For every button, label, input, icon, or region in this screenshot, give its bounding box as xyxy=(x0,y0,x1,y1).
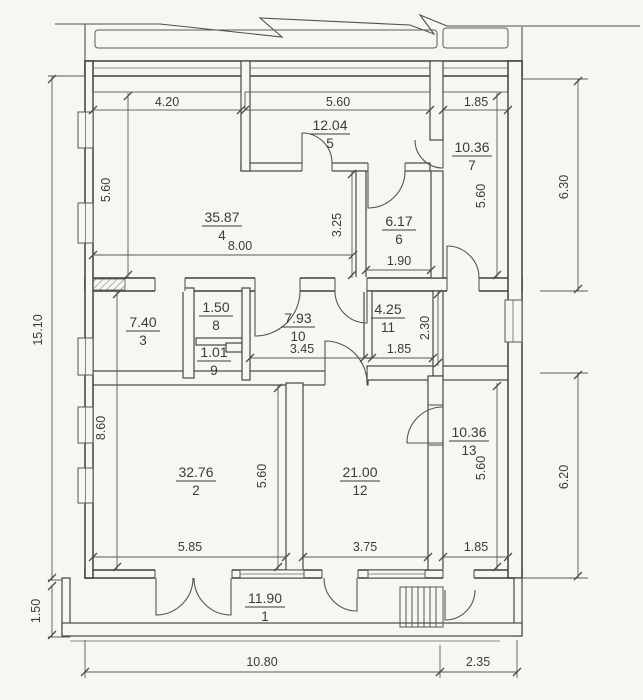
dim-room2-inner-height: 5.60 xyxy=(255,464,269,488)
window xyxy=(504,299,523,343)
door-room7-lower xyxy=(446,245,480,279)
dim-top-room7-width: 1.85 xyxy=(464,95,488,109)
room-label-7: 10.36 7 xyxy=(452,139,492,173)
room7-area: 10.36 xyxy=(454,139,489,155)
room10-number: 10 xyxy=(290,329,305,344)
room8-number: 8 xyxy=(212,318,220,333)
dim-room4-height: 5.60 xyxy=(99,178,113,202)
room-labels: 35.87 4 12.04 5 10.36 7 6.17 6 7.40 3 1.… xyxy=(126,117,492,624)
room-label-4: 35.87 4 xyxy=(202,209,242,243)
dim-room13-width: 1.85 xyxy=(464,540,488,554)
room4-area: 35.87 xyxy=(204,209,239,225)
room-label-3: 7.40 3 xyxy=(126,314,160,348)
room11-area: 4.25 xyxy=(374,301,401,317)
wall-hatch xyxy=(92,278,126,291)
room6-number: 6 xyxy=(395,232,403,247)
dim-room12-width: 3.75 xyxy=(353,540,377,554)
room13-area: 10.36 xyxy=(451,424,486,440)
room1-number: 1 xyxy=(261,609,269,624)
room3-number: 3 xyxy=(139,333,147,348)
dim-right-upper: 6.30 xyxy=(557,175,571,199)
dim-bottom-main: 10.80 xyxy=(246,655,277,669)
room10-area: 7.93 xyxy=(284,310,311,326)
door-corridor-a xyxy=(254,290,301,337)
room9-area: 1.01 xyxy=(200,344,227,360)
room-label-9: 1.01 9 xyxy=(197,344,231,378)
room8-area: 1.50 xyxy=(202,299,229,315)
room-label-6: 6.17 6 xyxy=(382,213,416,247)
room5-number: 5 xyxy=(326,136,334,151)
balcony-railing-right xyxy=(442,27,509,49)
break-line xyxy=(55,13,640,38)
double-door-left xyxy=(155,577,194,616)
dim-room6-width: 1.90 xyxy=(387,254,411,268)
dim-room6-height: 3.25 xyxy=(330,213,344,237)
dim-top-room5-width: 5.60 xyxy=(326,95,350,109)
room1-area: 11.90 xyxy=(248,590,282,606)
door-veranda xyxy=(323,577,358,612)
dim-room11-width: 1.85 xyxy=(387,342,411,356)
room12-area: 21.00 xyxy=(342,464,377,480)
room-label-5: 12.04 5 xyxy=(310,117,350,151)
dim-right-lower: 6.20 xyxy=(557,465,571,489)
room-label-11: 4.25 11 xyxy=(371,301,405,335)
door-hall-left xyxy=(367,170,406,209)
room-label-13: 10.36 13 xyxy=(449,424,489,458)
doors xyxy=(155,132,480,621)
room9-number: 9 xyxy=(210,363,218,378)
door-room13 xyxy=(406,406,444,444)
dim-room10-width: 3.45 xyxy=(290,342,314,356)
room3-area: 7.40 xyxy=(129,314,156,330)
balcony-railing xyxy=(94,29,438,49)
staircase xyxy=(399,586,444,628)
room2-area: 32.76 xyxy=(178,464,213,480)
room6-area: 6.17 xyxy=(385,213,412,229)
room-label-10: 7.93 10 xyxy=(281,310,315,344)
room5-area: 12.04 xyxy=(312,117,347,133)
dim-room11-height: 2.30 xyxy=(418,316,432,340)
dim-bottom-right: 2.35 xyxy=(466,655,490,669)
room-label-1: 11.90 1 xyxy=(245,590,285,624)
dimension-lines xyxy=(47,74,588,678)
double-door-right xyxy=(193,577,232,616)
dimension-ticks xyxy=(47,74,583,677)
dim-left-veranda: 1.50 xyxy=(29,599,43,623)
door-room7-hall xyxy=(414,139,444,169)
dim-room7-height: 5.60 xyxy=(474,184,488,208)
wall-openings xyxy=(154,162,480,580)
dim-left-total: 15.10 xyxy=(31,314,45,345)
room13-number: 13 xyxy=(461,443,476,458)
dim-top-room4-width: 4.20 xyxy=(155,95,179,109)
door-room5 xyxy=(301,132,333,164)
dimension-labels: 4.20 5.60 1.85 8.00 1.90 3.45 1.85 5.85 … xyxy=(29,95,571,669)
windows xyxy=(77,111,523,579)
room2-number: 2 xyxy=(192,483,200,498)
dim-room2-width: 5.85 xyxy=(178,540,202,554)
dim-room2-height: 8.60 xyxy=(94,416,108,440)
door-stairs xyxy=(444,589,476,621)
room11-number: 11 xyxy=(381,320,395,335)
room-label-12: 21.00 12 xyxy=(340,464,380,498)
balcony-top xyxy=(55,13,640,61)
dim-room4-width: 8.00 xyxy=(228,239,252,253)
room4-number: 4 xyxy=(218,228,226,243)
dim-room13-height: 5.60 xyxy=(474,456,488,480)
door-room12 xyxy=(324,340,368,384)
room12-number: 12 xyxy=(352,483,367,498)
room7-number: 7 xyxy=(468,158,476,173)
door-room11 xyxy=(334,290,368,324)
room-label-2: 32.76 2 xyxy=(176,464,216,498)
room-label-8: 1.50 8 xyxy=(199,299,233,333)
